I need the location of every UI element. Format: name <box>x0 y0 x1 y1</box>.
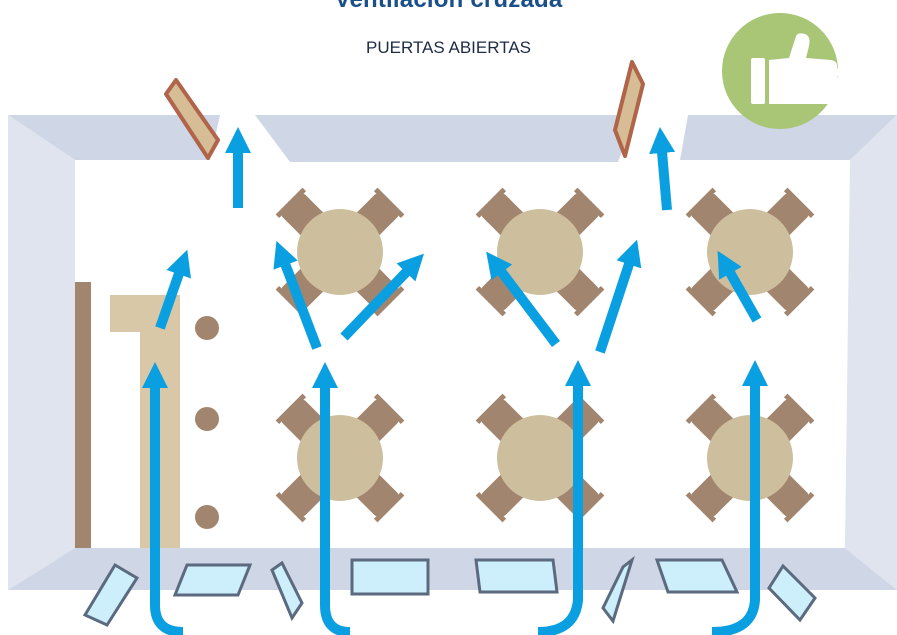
chair-back <box>783 285 815 317</box>
wall-left <box>8 115 75 590</box>
window-open-1 <box>82 562 140 627</box>
wall-top-center <box>255 115 635 162</box>
chair-back <box>573 187 605 219</box>
chair-back <box>475 285 507 317</box>
chair-back <box>783 187 815 219</box>
chair-back <box>685 187 717 219</box>
wall-bottom <box>8 548 897 590</box>
airflow-arrow <box>155 249 191 330</box>
thumbs-up-icon <box>751 33 839 105</box>
table-group <box>475 393 605 523</box>
chair-back <box>685 491 717 523</box>
table <box>297 415 383 501</box>
table-group <box>275 187 405 317</box>
airflow-arrows <box>142 127 768 635</box>
airflow-arrow <box>340 253 425 341</box>
airflow-arrow <box>142 362 184 635</box>
airflow-arrow <box>486 251 560 348</box>
approval-badge <box>722 13 839 129</box>
table <box>497 209 583 295</box>
airflow-arrow <box>595 239 642 354</box>
chair-back <box>373 187 405 219</box>
chair-back <box>275 393 307 425</box>
bar-stool <box>195 316 219 340</box>
airflow-arrow <box>711 360 768 635</box>
bottom-windows <box>82 555 817 627</box>
table <box>707 209 793 295</box>
wall-top-right <box>680 115 897 160</box>
table <box>297 209 383 295</box>
window-open-4 <box>767 563 817 623</box>
chair-back <box>373 491 405 523</box>
wall-right <box>845 115 897 590</box>
airflow-arrow <box>537 360 591 635</box>
chair-back <box>685 393 717 425</box>
back-shelf <box>75 282 91 548</box>
chair-back <box>573 285 605 317</box>
chair-back <box>685 285 717 317</box>
chair-back <box>373 393 405 425</box>
chair-back <box>783 393 815 425</box>
table-group <box>475 187 605 317</box>
chair-back <box>275 491 307 523</box>
diagram-subtitle: PUERTAS ABIERTAS <box>365 38 532 57</box>
chair-back <box>373 285 405 317</box>
window-open-3 <box>601 555 635 625</box>
airflow-arrow <box>273 240 322 350</box>
dining-tables <box>275 187 815 523</box>
airflow-arrow <box>312 362 351 635</box>
chair-back <box>475 187 507 219</box>
airflow-arrow <box>717 250 762 323</box>
bar-stool <box>195 505 219 529</box>
bar-stool <box>195 407 219 431</box>
wall-top-left <box>8 115 220 160</box>
window-4 <box>654 558 740 594</box>
table <box>497 415 583 501</box>
window-1 <box>172 563 253 597</box>
chair-back <box>475 393 507 425</box>
window-open-2 <box>270 560 304 622</box>
table-group <box>685 187 815 317</box>
bar-area <box>75 282 219 548</box>
window-2 <box>350 558 430 596</box>
door-top-left <box>164 78 220 160</box>
bar-counter <box>110 295 180 548</box>
table-group <box>275 393 405 523</box>
diagram-title: Ventilación cruzada <box>0 0 897 14</box>
chair-back <box>275 187 307 219</box>
window-3 <box>474 558 559 594</box>
chair-back <box>475 491 507 523</box>
airflow-arrow <box>649 127 676 211</box>
chair-back <box>783 491 815 523</box>
door-top-right <box>613 60 645 158</box>
